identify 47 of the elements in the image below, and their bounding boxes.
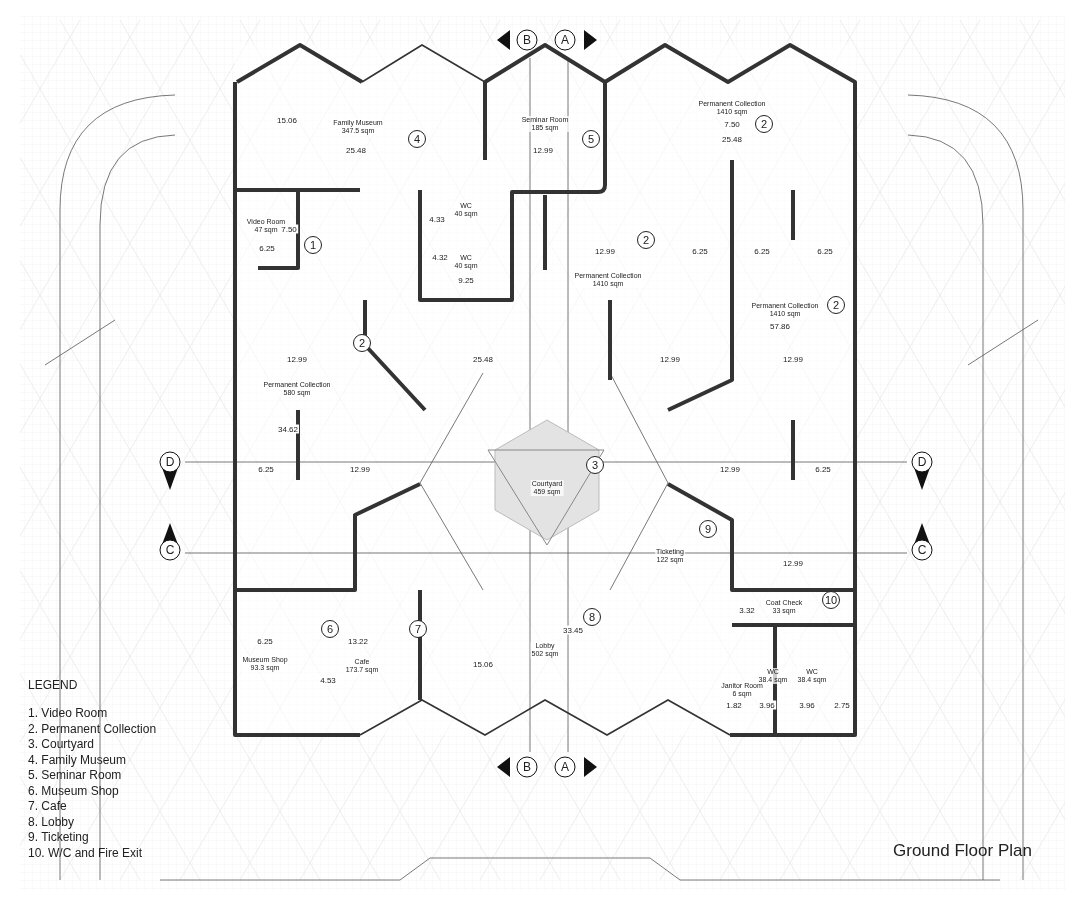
dimension-text: 4.53: [319, 675, 337, 685]
dimension-text: 6.25: [691, 246, 709, 256]
dimension-text: 7.50: [723, 119, 741, 129]
dimension-text: 25.48: [345, 145, 367, 155]
dimension-text: 12.99: [782, 354, 804, 364]
dimension-text: 25.48: [472, 354, 494, 364]
legend-item: 5. Seminar Room: [28, 768, 122, 782]
dimension-text: 3.96: [798, 700, 816, 710]
dimension-text: 25.48: [721, 134, 743, 144]
dimension-text: 13.22: [347, 636, 369, 646]
dimension-text: 6.25: [816, 246, 834, 256]
dimension-text: 2.75: [833, 700, 851, 710]
legend-item: 6. Museum Shop: [28, 783, 119, 798]
dimension-text: 3.96: [758, 700, 776, 710]
legend-item: 3. Courtyard: [28, 737, 95, 751]
dimension-text: 6.25: [257, 464, 275, 474]
dimension-text: 7.50: [280, 224, 298, 234]
dimension-text: 6.25: [256, 636, 274, 646]
legend-item: 2. Permanent Collection: [28, 721, 157, 736]
dimension-text: 57.86: [769, 321, 791, 331]
dimension-text: 3.32: [738, 605, 756, 615]
dimension-text: 12.99: [719, 464, 741, 474]
legend-item: 4. Family Museum: [28, 752, 127, 767]
dimension-text: 4.33: [428, 214, 446, 224]
dimension-text: 12.99: [349, 464, 371, 474]
dimension-text: 4.32: [431, 252, 449, 262]
dimension-text: 12.99: [782, 558, 804, 568]
dimension-text: 9.25: [457, 275, 475, 285]
dimension-text: 6.25: [753, 246, 771, 256]
dimension-text: 1.82: [725, 700, 743, 710]
plan-title: Ground Floor Plan: [893, 841, 1032, 861]
legend-item: 9. Ticketing: [28, 830, 89, 844]
dimension-text: 33.45: [562, 625, 584, 635]
legend-item: 7. Cafe: [28, 799, 67, 813]
dimension-text: 34.62: [277, 424, 299, 434]
dimension-text: 6.25: [258, 243, 276, 253]
dimension-text: 12.99: [594, 246, 616, 256]
dimension-text: 12.99: [286, 354, 308, 364]
legend-item: 8. Lobby: [28, 814, 75, 829]
dimension-text: 12.99: [659, 354, 681, 364]
dimension-text: 15.06: [472, 659, 494, 669]
legend-item: 1. Video Room: [28, 706, 108, 720]
legend-item: 10. W/C and Fire Exit: [28, 845, 143, 860]
dimension-text: 6.25: [814, 464, 832, 474]
legend-heading: LEGEND: [28, 678, 78, 692]
dimension-text: 15.06: [276, 115, 298, 125]
dimension-text: 12.99: [532, 145, 554, 155]
